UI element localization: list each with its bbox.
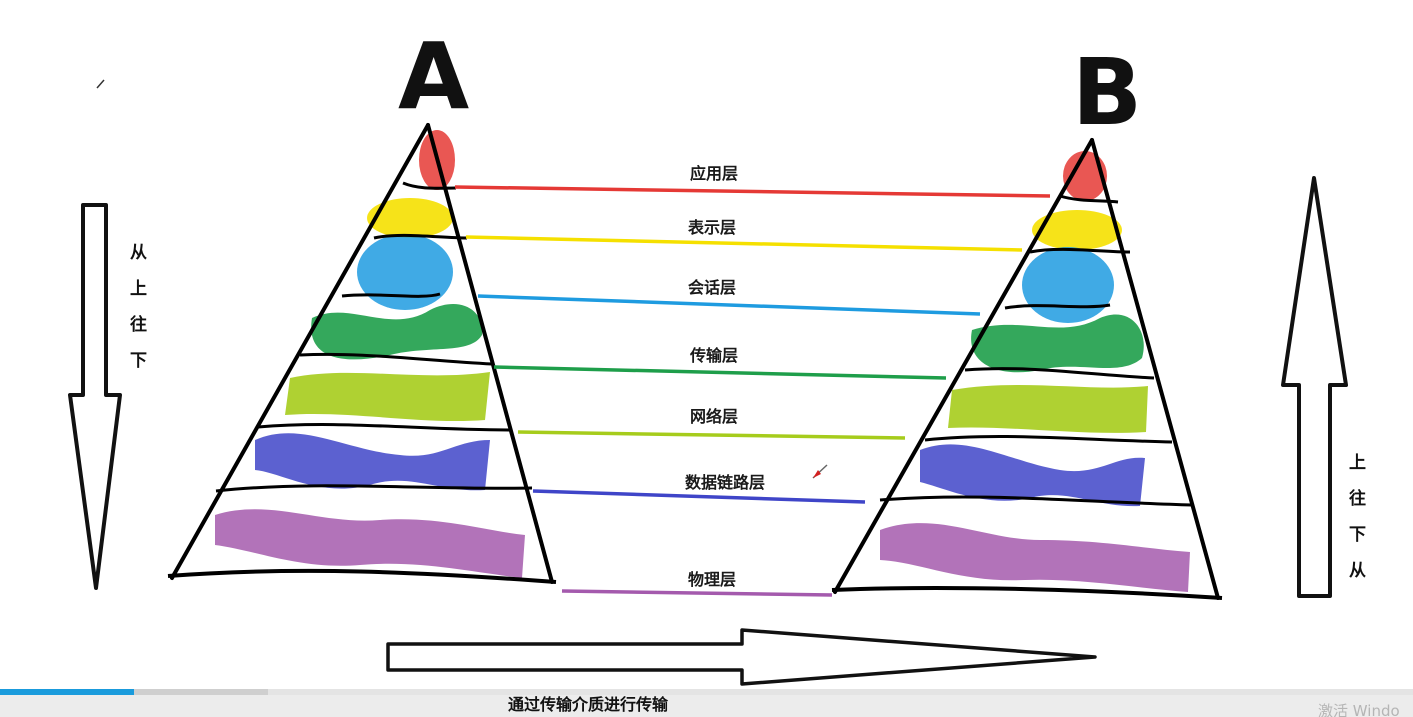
pyramid-b-band-transport — [971, 314, 1144, 373]
connection-line-physical — [561, 589, 833, 597]
connection-line-session — [477, 294, 981, 316]
progress-played — [0, 689, 134, 695]
left-arrow-char: 往 — [130, 314, 147, 335]
pyramid-a-band-transport — [311, 304, 483, 360]
pyramid-a-color-bands — [215, 130, 525, 578]
right-arrow-text: 上 往 下 从 — [1349, 453, 1366, 581]
pyramid-b-color-bands — [880, 151, 1190, 592]
activation-watermark: 激活 Windo — [1318, 702, 1400, 717]
layer-label-application: 应用层 — [690, 164, 738, 183]
connection-line-datalink — [532, 489, 866, 504]
right-arrow-char: 上 — [1349, 453, 1366, 473]
right-up-arrow — [1281, 176, 1348, 598]
peer-connection-lines — [454, 185, 1051, 597]
pyramid-a-band-physical — [215, 509, 525, 578]
progress-track — [0, 689, 1413, 695]
layer-label-network: 网络层 — [690, 407, 738, 426]
connection-line-transport — [493, 365, 947, 380]
connection-line-network — [517, 430, 906, 440]
left-arrow-text: 从 上 往 下 — [130, 243, 147, 371]
pyramid-a-outline — [167, 123, 557, 584]
pyramid-a-band-presentation — [367, 198, 453, 238]
right-arrow-char: 从 — [1349, 561, 1366, 581]
transmission-arrow — [386, 628, 1097, 686]
pyramid-b-band-physical — [880, 523, 1190, 592]
pyramid-a-band-session — [357, 234, 453, 310]
pyramid-b-band-network — [948, 384, 1148, 433]
left-arrow-char: 下 — [130, 351, 147, 371]
left-arrow-char: 从 — [130, 243, 147, 263]
left-down-arrow — [68, 203, 122, 590]
right-arrow-char: 往 — [1349, 488, 1366, 509]
caption-strip — [0, 695, 1413, 717]
layer-label-physical: 物理层 — [688, 570, 736, 589]
pyramid-a-band-datalink — [255, 433, 490, 491]
bottom-caption: 通过传输介质进行传输 — [508, 695, 669, 714]
node-a-label: A — [398, 23, 469, 130]
right-arrow-char: 下 — [1349, 525, 1366, 545]
pyramid-a-band-network — [285, 372, 490, 422]
pyramid-b-band-datalink — [920, 444, 1145, 507]
pyramid-b-outline — [831, 138, 1223, 600]
cursor-icon — [812, 464, 828, 479]
layer-label-datalink: 数据链路层 — [685, 473, 765, 492]
connection-line-presentation — [465, 235, 1023, 252]
layer-label-session: 会话层 — [688, 278, 736, 297]
layer-label-transport: 传输层 — [689, 346, 738, 365]
layer-label-presentation: 表示层 — [687, 218, 736, 237]
pyramid-b — [831, 138, 1223, 600]
left-arrow-char: 上 — [130, 279, 147, 299]
video-progress-bar[interactable] — [0, 689, 1413, 695]
pyramid-b-band-session — [1022, 247, 1114, 323]
pyramid-a — [167, 123, 557, 584]
pen-mark — [96, 79, 105, 89]
layer-labels: 应用层 表示层 会话层 传输层 网络层 数据链路层 物理层 — [685, 164, 765, 589]
node-b-label: B — [1072, 39, 1142, 146]
pyramid-b-band-presentation — [1032, 210, 1122, 250]
connection-line-application — [454, 185, 1051, 198]
pyramid-b-band-application — [1063, 151, 1107, 201]
